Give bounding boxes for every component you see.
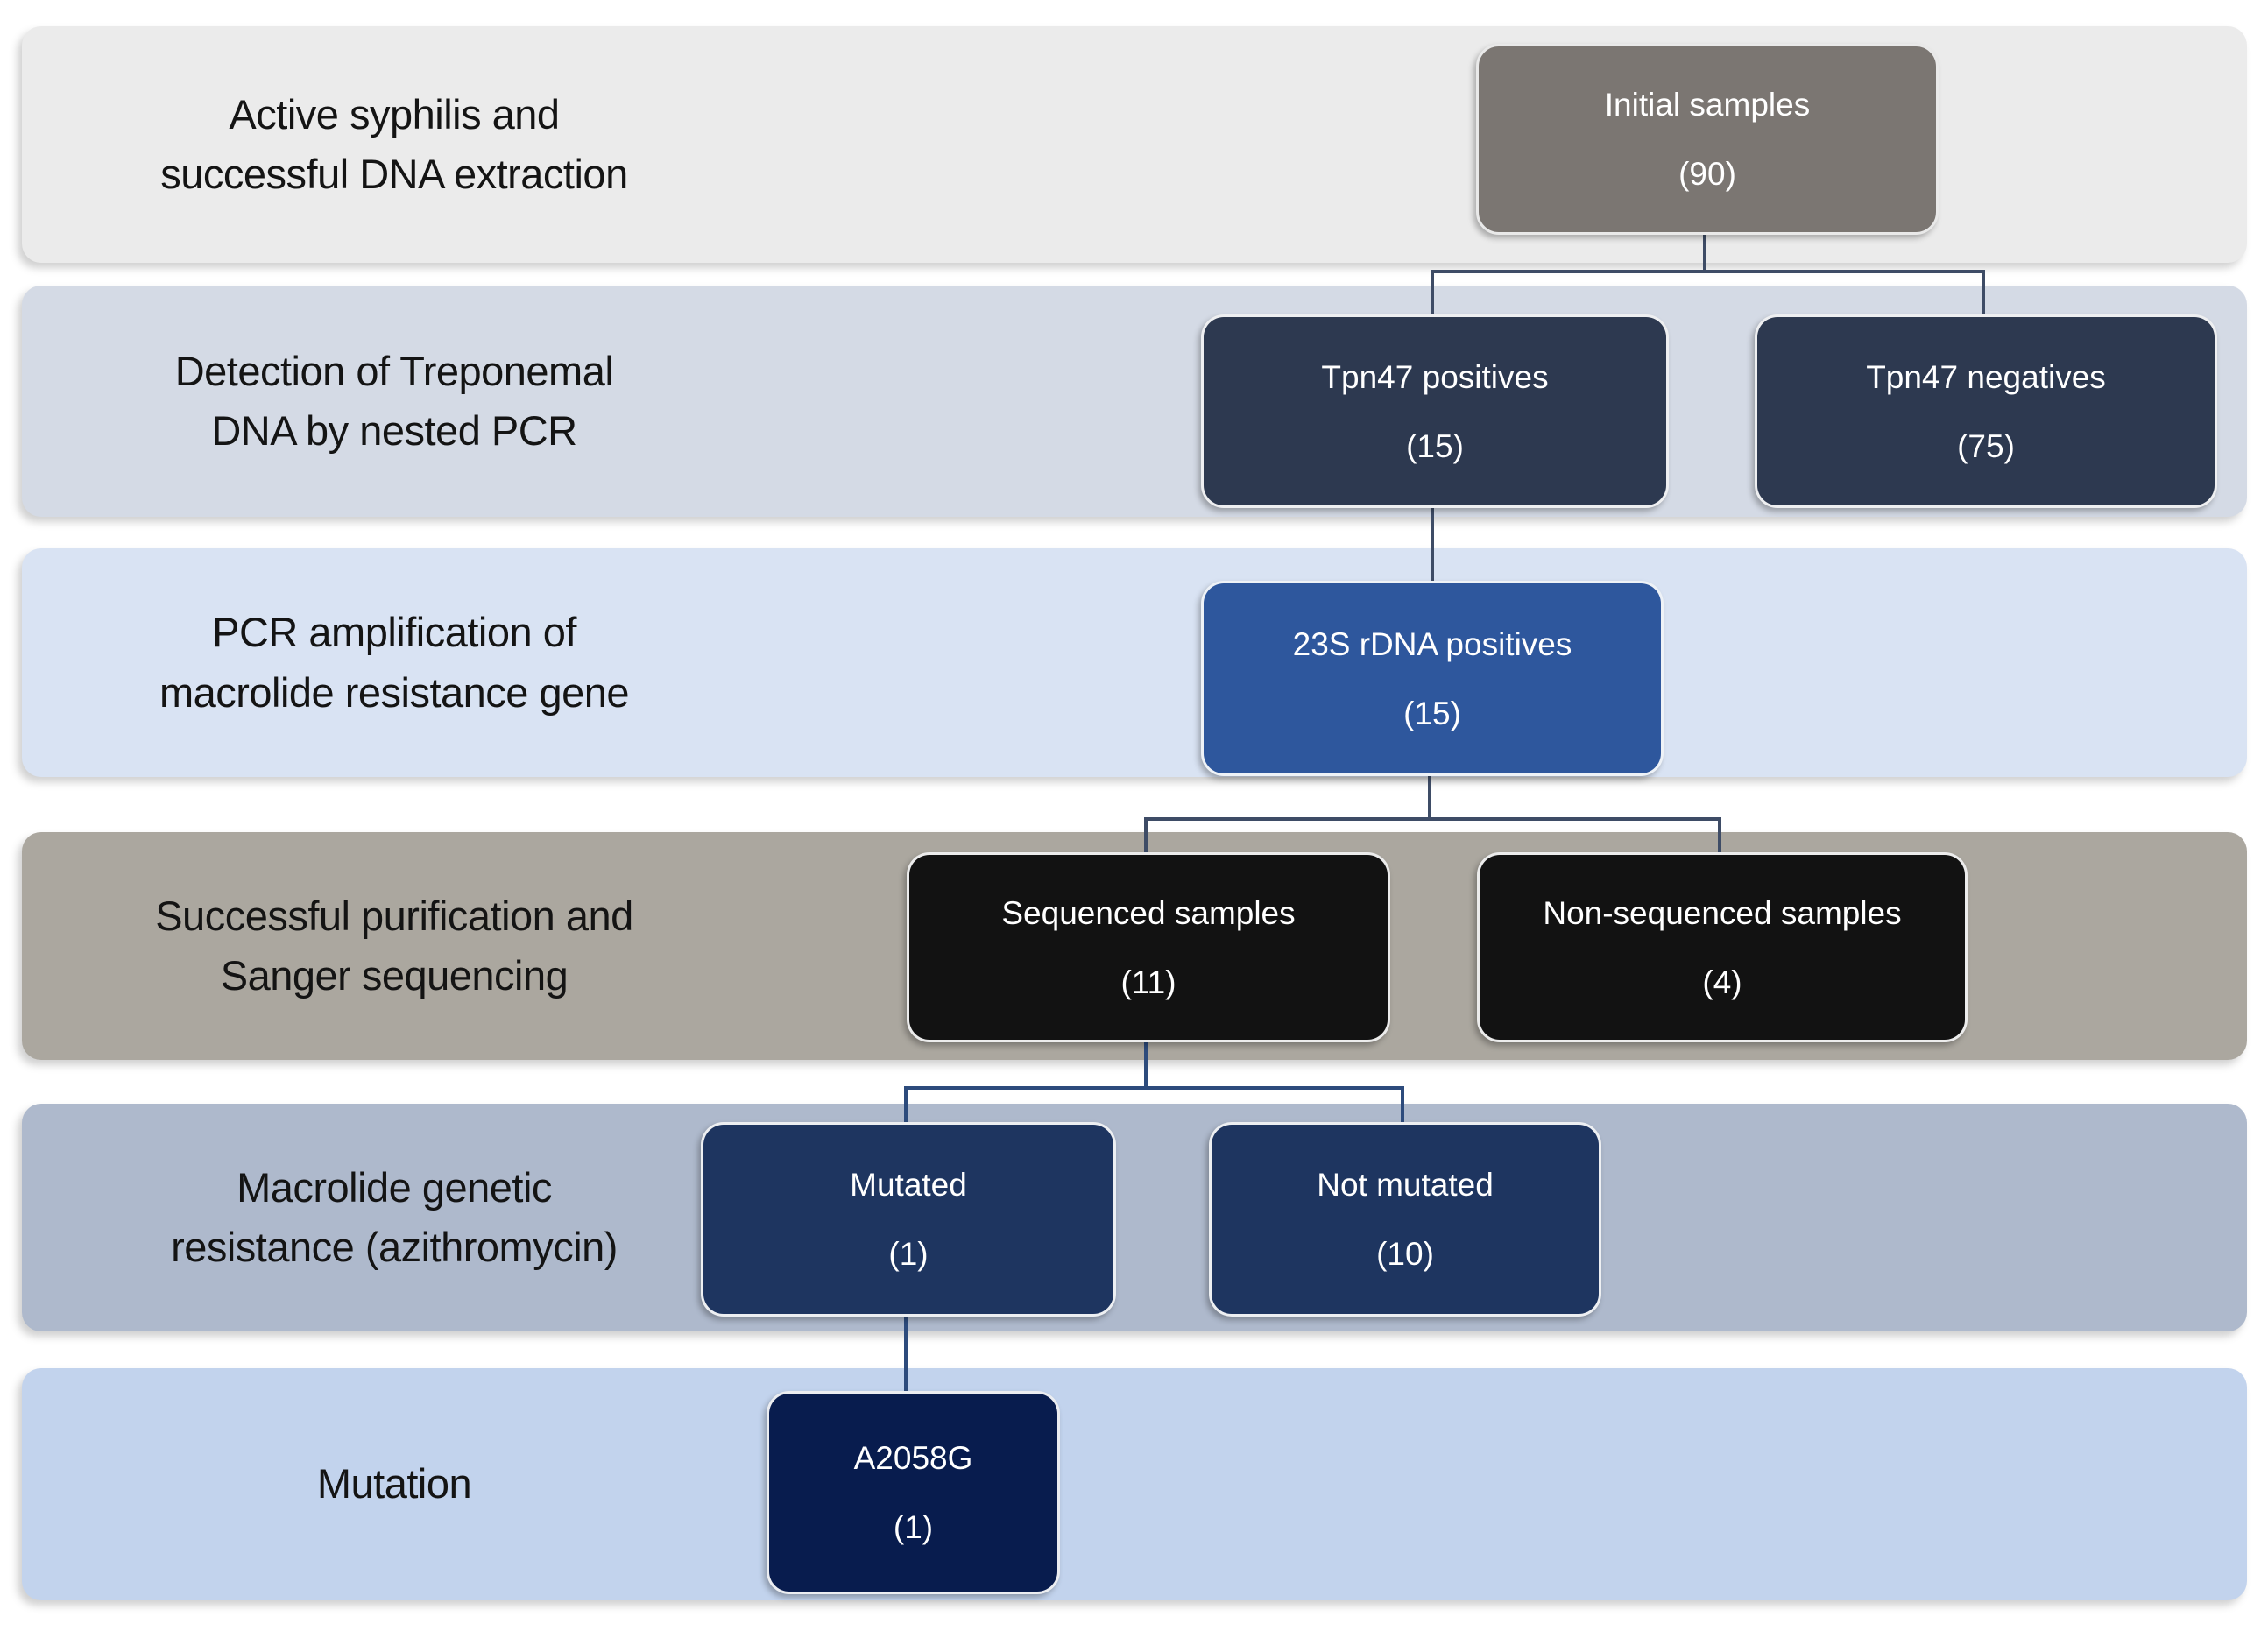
band-6: Mutation bbox=[22, 1368, 2247, 1600]
node-count: (10) bbox=[1376, 1236, 1434, 1272]
node-sequenced: Sequenced samples (11) bbox=[907, 852, 1390, 1042]
node-title: Non-sequenced samples bbox=[1543, 894, 1902, 931]
node-count: (4) bbox=[1702, 964, 1742, 1000]
connector-segment bbox=[1144, 817, 1721, 821]
node-non-sequenced: Non-sequenced samples (4) bbox=[1477, 852, 1968, 1042]
node-count: (15) bbox=[1403, 695, 1461, 731]
node-rdna-positives: 23S rDNA positives (15) bbox=[1201, 581, 1664, 776]
node-tpn47-negatives: Tpn47 negatives (75) bbox=[1755, 314, 2217, 508]
node-mutated: Mutated (1) bbox=[701, 1122, 1116, 1317]
connector-segment bbox=[904, 1311, 908, 1394]
connector-segment bbox=[1431, 503, 1434, 586]
connector-segment bbox=[1982, 270, 1985, 321]
connector-segment bbox=[904, 1086, 908, 1128]
connector-segment bbox=[1144, 817, 1148, 859]
connector-segment bbox=[1144, 1037, 1148, 1088]
node-title: Not mutated bbox=[1317, 1167, 1494, 1203]
stage-label-pcr-amplification: PCR amplification of macrolide resistanc… bbox=[159, 609, 630, 716]
node-title: Tpn47 negatives bbox=[1866, 358, 2106, 395]
connector-segment bbox=[1401, 1086, 1404, 1128]
node-not-mutated: Not mutated (10) bbox=[1209, 1122, 1601, 1317]
connector-segment bbox=[1428, 771, 1431, 819]
node-title: Tpn47 positives bbox=[1321, 358, 1549, 395]
node-title: Sequenced samples bbox=[1001, 894, 1296, 931]
connector-segment bbox=[904, 1086, 1404, 1090]
stage-label-macrolide-resistance: Macrolide genetic resistance (azithromyc… bbox=[171, 1163, 618, 1270]
node-count: (1) bbox=[893, 1509, 934, 1545]
stage-label-dna-extraction: Active syphilis and successful DNA extra… bbox=[160, 90, 628, 197]
connector-segment bbox=[1718, 817, 1721, 859]
node-count: (15) bbox=[1406, 427, 1464, 464]
node-initial: Initial samples (90) bbox=[1476, 44, 1939, 235]
node-title: Initial samples bbox=[1604, 87, 1811, 123]
band-5: Macrolide genetic resistance (azithromyc… bbox=[22, 1104, 2247, 1331]
node-tpn47-positives: Tpn47 positives (15) bbox=[1201, 314, 1669, 508]
node-count: (1) bbox=[888, 1236, 929, 1272]
band-3: PCR amplification of macrolide resistanc… bbox=[22, 548, 2247, 777]
connector-segment bbox=[1703, 229, 1706, 272]
node-title: A2058G bbox=[853, 1440, 973, 1476]
stage-label-mutation: Mutation bbox=[316, 1460, 472, 1507]
node-a2058g: A2058G (1) bbox=[767, 1391, 1060, 1594]
stage-label-sanger-sequencing: Successful purification and Sanger seque… bbox=[155, 892, 633, 999]
stage-label-nested-pcr: Detection of Treponemal DNA by nested PC… bbox=[174, 347, 614, 454]
node-count: (75) bbox=[1957, 427, 2015, 464]
node-title: Mutated bbox=[850, 1167, 967, 1203]
node-count: (11) bbox=[1120, 964, 1176, 1000]
connector-segment bbox=[1431, 270, 1434, 321]
node-count: (90) bbox=[1678, 156, 1736, 192]
connector-segment bbox=[1431, 270, 1985, 273]
node-title: 23S rDNA positives bbox=[1292, 625, 1572, 662]
